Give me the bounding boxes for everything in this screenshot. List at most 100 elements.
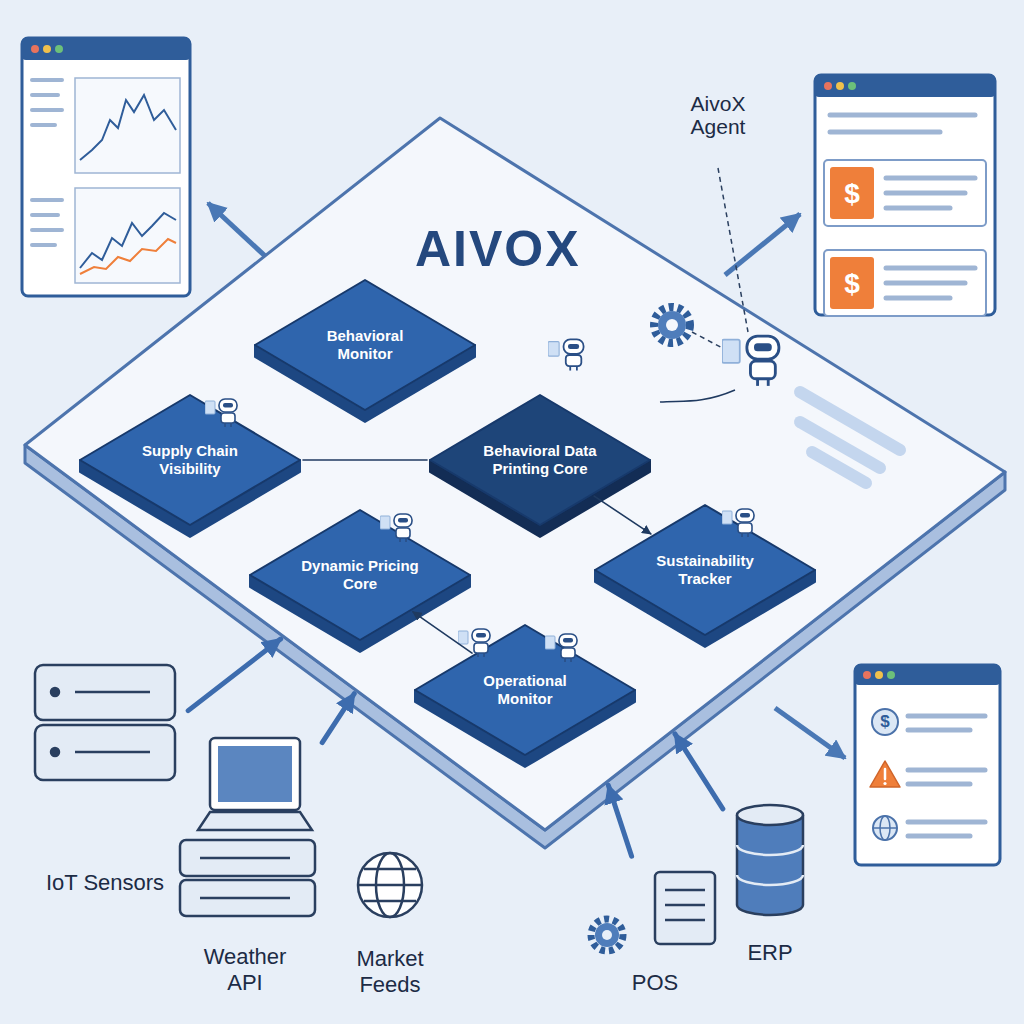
alert-window <box>855 665 1000 865</box>
platform-title: AIVOX <box>415 224 581 274</box>
decor-ellipse <box>737 805 803 825</box>
decor-rect <box>218 746 292 802</box>
decor-rect <box>75 78 180 173</box>
decor-rect <box>22 38 190 60</box>
globe-icon <box>358 853 422 917</box>
module-label: Operational Monitor <box>463 672 587 708</box>
decor-line <box>908 820 985 825</box>
decor-rect <box>35 725 175 780</box>
decor-line <box>32 243 55 247</box>
decor-rect <box>830 257 874 309</box>
module-tile: Behavioral Monitor <box>255 280 475 422</box>
decor-line <box>364 868 416 871</box>
decor-line <box>32 198 62 202</box>
decor-path <box>737 815 803 915</box>
decor-polygon <box>198 812 312 830</box>
decor-line <box>32 108 62 112</box>
decor-line <box>32 228 62 232</box>
data-source: IoT Sensors <box>25 655 185 895</box>
decor-rect <box>180 840 315 876</box>
decor-line <box>665 889 705 892</box>
decor-polygon <box>870 761 900 787</box>
platform-top <box>25 118 1005 830</box>
decor-rect <box>824 160 986 226</box>
connector <box>188 639 280 711</box>
decor-line <box>75 751 150 754</box>
decor-rect <box>815 75 995 97</box>
decor-line <box>665 919 705 922</box>
decor-g <box>32 80 62 245</box>
decor-rect <box>655 872 715 944</box>
module-tile: Behavioral Data Printing Core <box>430 395 650 537</box>
decor-circle <box>43 45 51 53</box>
iot-icon <box>35 665 175 780</box>
decor-circle <box>51 688 59 696</box>
laptop-server-icon <box>180 738 315 916</box>
decor-line <box>886 206 950 211</box>
decor-line <box>884 769 887 779</box>
decor-line <box>886 266 975 271</box>
source-label: Weather API <box>185 944 305 995</box>
decor-circle <box>55 45 63 53</box>
decor-circle <box>883 782 886 785</box>
data-source: ERP <box>725 800 815 965</box>
agent-label: AivoX Agent <box>668 92 768 138</box>
module-tile: Operational Monitor <box>415 625 635 767</box>
pricing-window <box>815 75 995 316</box>
decor-polyline <box>80 239 176 274</box>
decor-circle <box>875 671 883 679</box>
decor-rect <box>824 250 986 316</box>
decor-rect <box>830 167 874 219</box>
decor-line <box>908 768 985 773</box>
decor-rect <box>210 738 300 810</box>
decor-circle <box>591 919 623 951</box>
module-label: Sustainability Tracker <box>643 552 767 588</box>
decor-rect <box>22 38 190 296</box>
decor-line <box>908 834 970 839</box>
decor-circle <box>358 853 422 917</box>
data-source: Market Feeds <box>330 845 450 997</box>
label-slot: $ <box>830 179 874 210</box>
decor-circle <box>658 311 686 339</box>
decor-line <box>200 897 290 900</box>
decor-circle <box>863 671 871 679</box>
tile-face <box>415 625 635 755</box>
decor-rect <box>855 665 1000 685</box>
connector <box>675 734 723 809</box>
decor-circle <box>848 82 856 90</box>
decor-circle <box>873 816 897 840</box>
decor-line <box>364 900 416 903</box>
decor-line <box>908 782 970 787</box>
connector <box>303 459 427 461</box>
module-label: Dynamic Pricing Core <box>298 557 422 593</box>
decor-line <box>775 708 845 758</box>
decor-line <box>32 213 58 217</box>
decor-rect <box>35 665 175 720</box>
decor-line <box>32 93 58 97</box>
label-slot: AivoX Agent <box>668 92 768 138</box>
decor-line <box>886 191 965 196</box>
source-label: ERP <box>747 940 792 965</box>
decor-line <box>32 123 55 127</box>
price-symbol: $ <box>830 269 874 300</box>
module-tile: Sustainability Tracker <box>595 505 815 647</box>
decor-rect <box>180 880 315 916</box>
decor-line <box>908 728 970 733</box>
decor-circle <box>836 82 844 90</box>
source-label: IoT Sensors <box>46 870 164 895</box>
decor-circle <box>602 930 612 940</box>
decor-rect <box>815 75 995 315</box>
decor-line <box>886 281 965 286</box>
pos-icon <box>591 872 715 951</box>
source-label: Market Feeds <box>335 946 445 997</box>
decor-line <box>830 130 940 135</box>
connector <box>608 785 631 856</box>
decor-rect <box>75 188 180 283</box>
module-tile: Supply Chain Visibility <box>80 395 300 537</box>
tile-face <box>255 280 475 410</box>
database-icon <box>737 805 803 915</box>
decor-line <box>873 827 897 829</box>
decor-circle <box>51 748 59 756</box>
